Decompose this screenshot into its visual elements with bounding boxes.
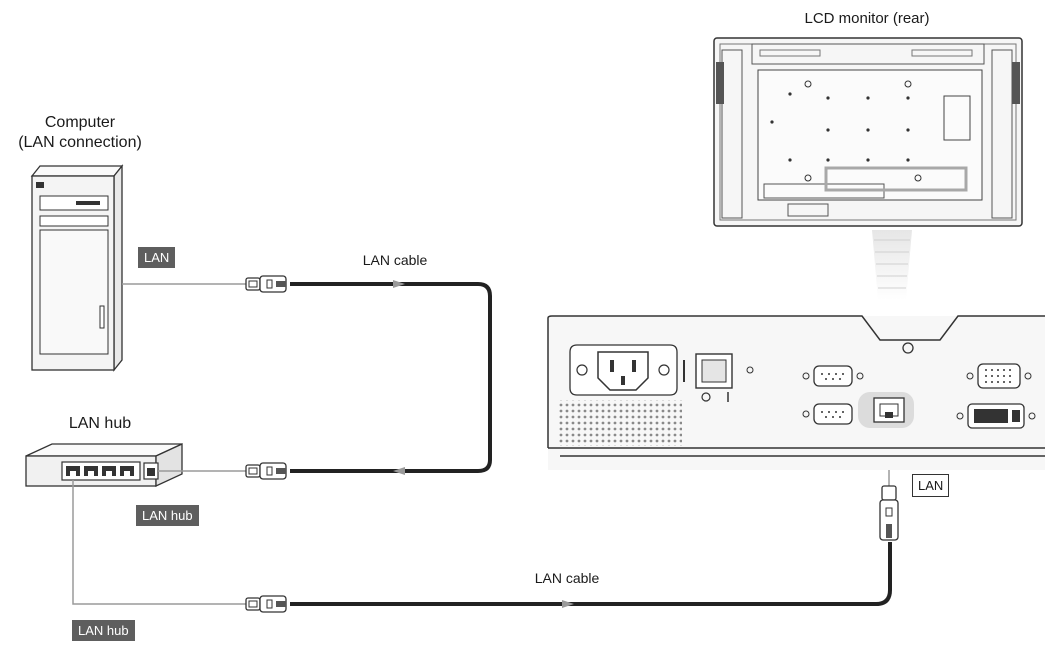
computer-tower [30,164,124,372]
computer-title-line2: (LAN connection) [18,134,142,151]
cable-label-bottom: LAN cable [534,570,600,586]
lan-cable-loop [290,282,492,473]
arrow-right-icon [393,280,405,288]
monitor-lan-tag: LAN [912,474,950,497]
rj45-plug-icon [245,462,287,480]
hub-title: LAN hub [68,415,132,432]
lcd-monitor-rear [713,37,1023,227]
rj45-plug-icon [245,275,287,293]
zoom-beam [872,230,912,300]
arrow-right-icon [562,600,574,608]
panel-highlight [824,166,968,192]
connector-panel-zoom [547,315,1045,470]
lan-cable-bottom [290,542,892,606]
computer-title-line1: Computer [44,114,116,131]
hub-port-wire [72,480,246,605]
rj45-plug-vertical-icon [879,420,899,541]
cable-label-top: LAN cable [362,252,428,268]
hub-port-tag-2: LAN hub [72,620,135,641]
lan-hub-device [25,442,183,488]
monitor-title: LCD monitor (rear) [804,10,930,27]
hub-port-tag-1: LAN hub [136,505,199,526]
lan-port-icon [873,397,905,423]
rj45-plug-icon [245,595,287,613]
arrow-left-icon [393,467,405,475]
computer-lan-tag: LAN [138,247,176,268]
